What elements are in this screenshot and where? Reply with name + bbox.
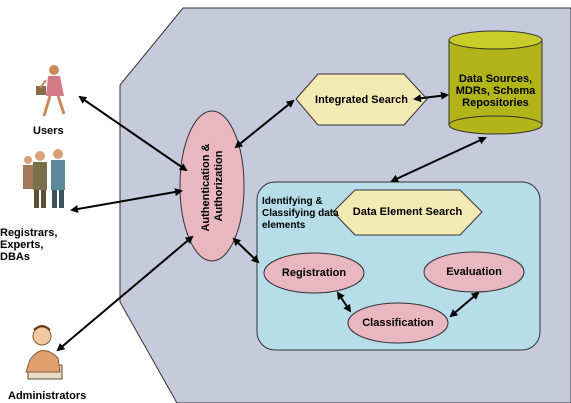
data-element-search-hexagon [332,189,483,236]
administrator-icon [25,325,63,380]
arrow-users-auth [78,95,188,172]
classification-label: Classification [362,317,434,329]
auth-label: Authentication & Authorization [200,140,225,231]
registration-label: Registration [281,267,347,279]
arrow-integrated-search-datasources [413,91,449,103]
identifying-label: Identifying & Classifying data elements [262,196,339,231]
classification-ellipse [347,302,449,344]
arrow-datasources-module [390,136,487,183]
data-sources-cylinder [448,30,543,135]
auth-ellipse [179,110,245,262]
registration-ellipse [263,252,365,294]
administrators-label: Administrators [8,390,87,402]
arrow-admins-auth [56,235,194,352]
arrow-registrars-auth [70,188,183,213]
arrow-auth-integrated-search [234,99,295,149]
registrars-label: Registrars, Experts, DBAs [0,227,58,263]
evaluation-label: Evaluation [446,266,502,278]
data-element-search-label: Data Element Search [352,206,463,218]
data-sources-label: Data Sources, MDRs, Schema Repositories [455,73,536,109]
arrow-registration-classification [336,291,352,313]
integrated-search-label: Integrated Search [315,94,408,106]
user-figure-icon [36,65,66,117]
users-label: Users [33,125,64,137]
arrow-auth-module [232,237,260,264]
arrow-evaluation-classification [449,291,480,318]
registrars-group-icon [23,149,65,208]
